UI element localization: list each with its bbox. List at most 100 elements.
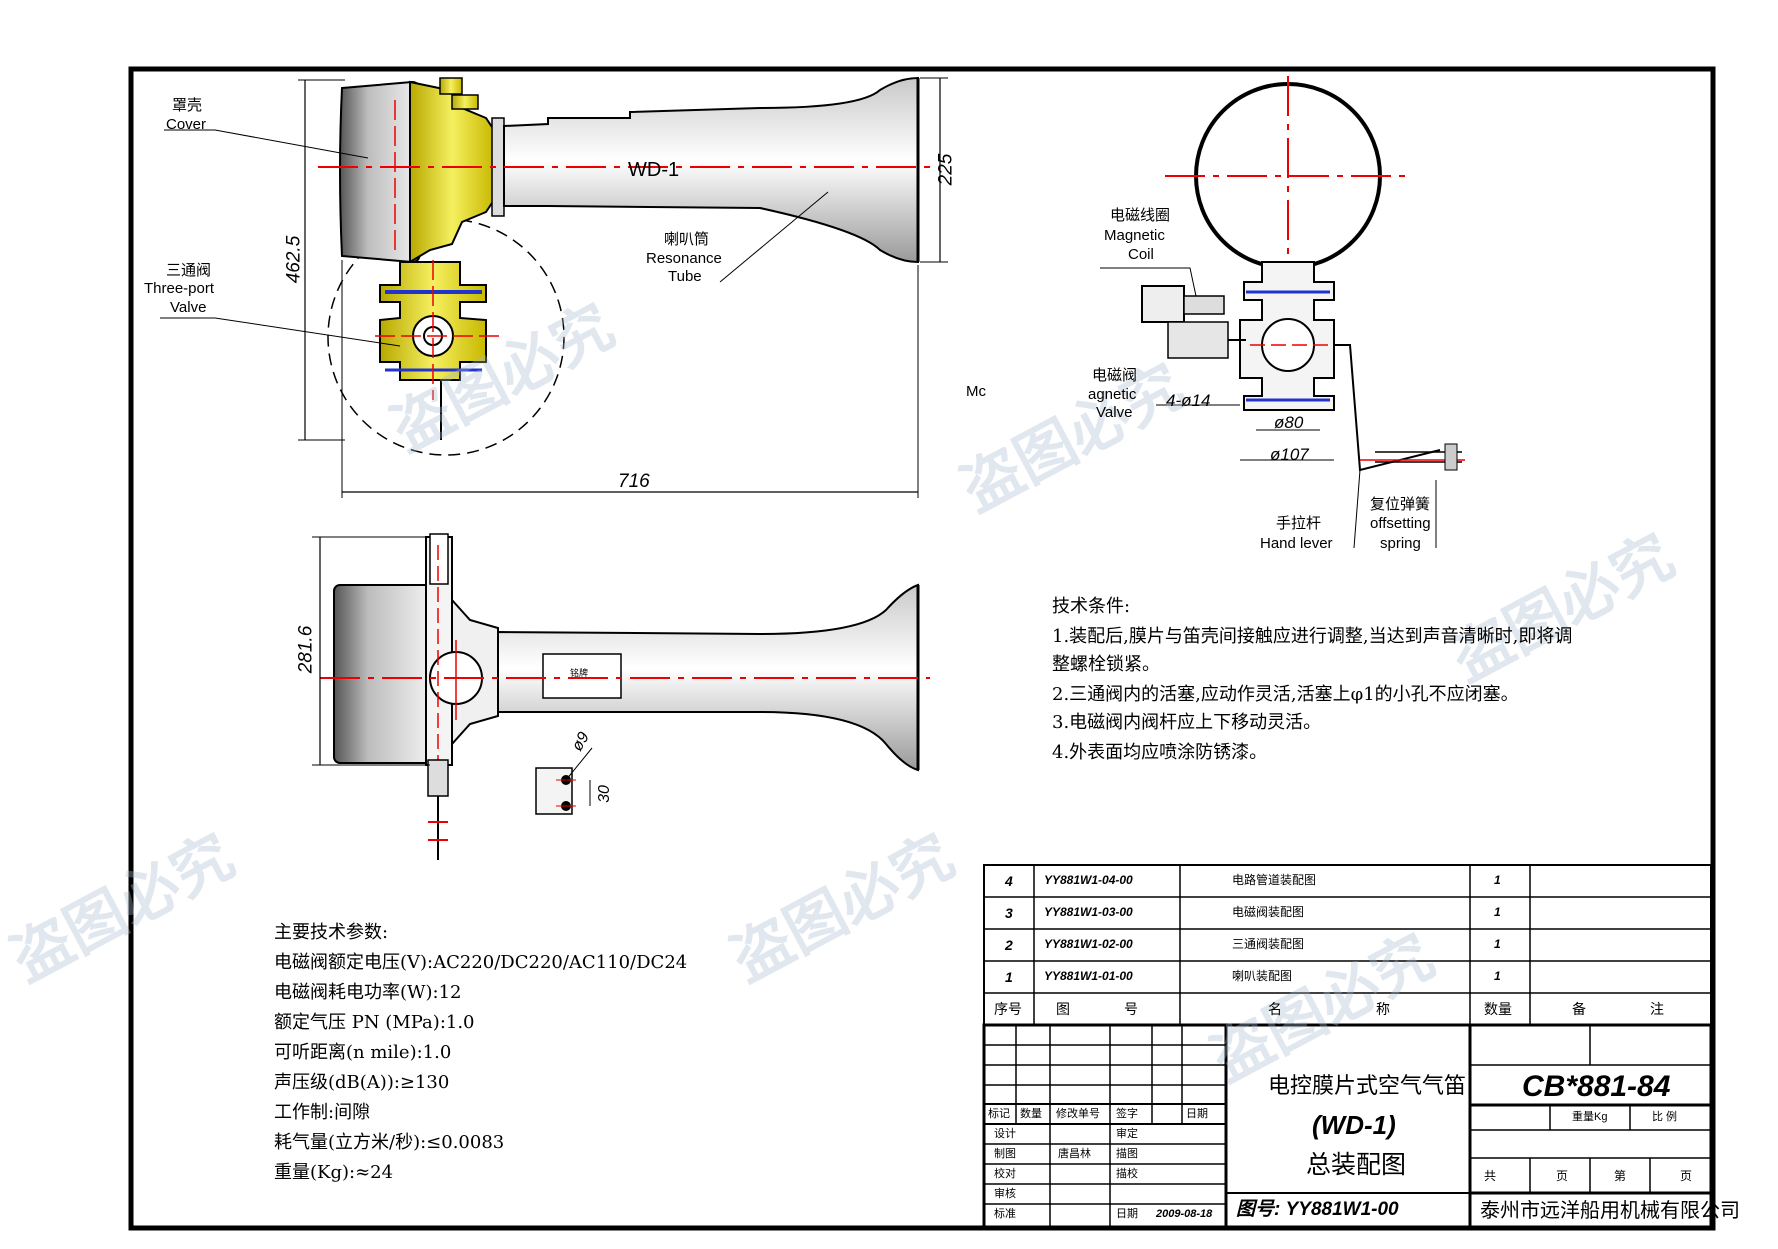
valve-label-cn: 三通阀 [166, 261, 212, 279]
mvalve-label-en-2: Valve [1096, 404, 1133, 421]
magnetic-valve [1167, 321, 1229, 359]
coil-label-en-1: Magnetic [1104, 227, 1165, 244]
dim-30: 30 [595, 785, 613, 803]
rev-date: 日期 [1186, 1108, 1208, 1120]
hdr-remark-2: 注 [1650, 1001, 1664, 1017]
role-check: 校对 [994, 1168, 1016, 1180]
spring-label-cn: 复位弹簧 [1370, 495, 1431, 513]
part-code: YY881W1-02-00 [1044, 937, 1133, 951]
role-drawn: 制图 [994, 1148, 1016, 1160]
cover-label-en: Cover [166, 116, 207, 133]
weight-label: 重量Kg [1572, 1111, 1608, 1123]
standard-code: CB*881-84 [1522, 1070, 1671, 1103]
part-code: YY881W1-03-00 [1044, 905, 1133, 919]
params-heading: 主要技术参数: [274, 922, 389, 943]
dim-bell: 225 [935, 153, 957, 186]
dim-d107: ø107 [1270, 445, 1309, 464]
dim-length: 716 [618, 471, 650, 492]
dim-holes: 4-ø14 [1166, 391, 1211, 410]
tech-item-3: 3.电磁阀内阀杆应上下移动灵活。 [1052, 712, 1322, 733]
tech-item-4: 4.外表面均应喷涂防锈漆。 [1052, 742, 1268, 763]
title-line-3: 总装配图 [1306, 1150, 1407, 1179]
side-view [1100, 76, 1465, 549]
part-name: 喇叭装配图 [1232, 969, 1293, 983]
role-trace-check: 描校 [1116, 1168, 1138, 1180]
title-line-2: (WD-1) [1312, 1110, 1396, 1140]
spring-label-en-2: spring [1380, 535, 1421, 552]
part-qty: 1 [1494, 873, 1501, 887]
part-code: YY881W1-01-00 [1044, 969, 1133, 983]
rev-doc: 修改单号 [1056, 1108, 1100, 1120]
cover [339, 80, 421, 264]
hdr-no: 序号 [994, 1001, 1022, 1017]
tube-label-en-1: Resonance [646, 250, 722, 267]
part-qty: 1 [1494, 969, 1501, 983]
role-approve: 审定 [1116, 1128, 1138, 1140]
hdr-name-2: 称 [1376, 1001, 1390, 1017]
role-date: 日期 [1116, 1208, 1138, 1220]
drawing-number: 图号: YY881W1-00 [1236, 1199, 1399, 1220]
part-no: 1 [1005, 969, 1013, 985]
magnetic-coil [1141, 285, 1185, 323]
mvalve-label-cn: 电磁阀 [1092, 366, 1138, 384]
model-label: WD-1 [628, 159, 680, 181]
drawing-frame [128, 66, 1716, 1231]
hdr-code-1: 图 [1056, 1001, 1070, 1017]
role-audit: 审核 [994, 1188, 1016, 1200]
spring-label-en-1: offsetting [1370, 515, 1431, 532]
dim-height: 462.5 [283, 235, 305, 284]
tech-item-1b: 整螺栓锁紧。 [1052, 654, 1160, 675]
page2-label: 页 [1680, 1169, 1693, 1183]
param-distance: 可听距离(n mile):1.0 [274, 1042, 452, 1063]
dim-281: 281.6 [295, 625, 317, 674]
plate-label: 铭牌 [570, 669, 589, 679]
rev-qty: 数量 [1020, 1108, 1042, 1120]
tech-heading: 技术条件: [1052, 596, 1131, 617]
valve-label-en-1: Three-port [144, 280, 215, 297]
part-no: 4 [1005, 873, 1013, 889]
title-table-lines [982, 864, 1713, 1230]
role-design: 设计 [994, 1128, 1016, 1140]
part-code: YY881W1-04-00 [1044, 873, 1133, 887]
param-voltage: 电磁阀额定电压(V):AC220/DC220/AC110/DC24 [274, 952, 688, 973]
title-line-1: 电控膜片式空气气笛 [1268, 1074, 1467, 1099]
part-name: 电磁阀装配图 [1232, 905, 1305, 919]
coil-label-en-2: Coil [1128, 246, 1154, 263]
role-trace: 描图 [1116, 1148, 1138, 1160]
part-qty: 1 [1494, 905, 1501, 919]
role-standardize: 标准 [994, 1208, 1016, 1220]
part-name: 三通阀装配图 [1232, 937, 1305, 951]
part-qty: 1 [1494, 937, 1501, 951]
part-no: 2 [1005, 937, 1013, 953]
param-spl: 声压级(dB(A)):≥130 [274, 1072, 450, 1093]
total-label: 共 [1484, 1169, 1497, 1183]
param-consumption: 耗气量(立方米/秒):≤0.0083 [274, 1132, 505, 1153]
lever-label-en: Hand lever [1260, 535, 1333, 552]
valve-label-en-2: Valve [170, 299, 207, 316]
name-plate [542, 653, 622, 699]
drafter-name: 唐昌林 [1058, 1148, 1091, 1160]
param-pressure: 额定气压 PN (MPa):1.0 [274, 1012, 475, 1033]
hdr-remark-1: 备 [1572, 1001, 1586, 1017]
hdr-code-2: 号 [1124, 1001, 1138, 1017]
coil-label-cn: 电磁线圈 [1110, 206, 1171, 224]
resonance-tube [503, 76, 919, 264]
lever-label-cn: 手拉杆 [1276, 514, 1322, 532]
param-power: 电磁阀耗电功率(W):12 [274, 982, 462, 1003]
rev-mark: 标记 [988, 1108, 1010, 1120]
plan-cover [333, 584, 433, 764]
company-name: 泰州市远洋船用机械有限公司 [1480, 1198, 1740, 1222]
hdr-name-1: 名 [1268, 1001, 1282, 1017]
param-weight: 重量(Kg):≈24 [274, 1162, 394, 1183]
plan-view [312, 533, 930, 860]
tube-label-en-2: Tube [668, 268, 702, 285]
part-name: 电路管道装配图 [1232, 873, 1317, 887]
page-label: 页 [1556, 1169, 1569, 1183]
tech-item-1: 1.装配后,膜片与笛壳间接触应进行调整,当达到声音清晰时,即将调 [1052, 626, 1573, 647]
scale-label: 比 例 [1652, 1111, 1678, 1123]
mvalve-label-en-1: agnetic [1088, 386, 1137, 403]
date-value: 2009-08-18 [1156, 1208, 1213, 1220]
sheet-label: 第 [1614, 1169, 1627, 1183]
tube-label-cn: 喇叭筒 [664, 230, 710, 248]
